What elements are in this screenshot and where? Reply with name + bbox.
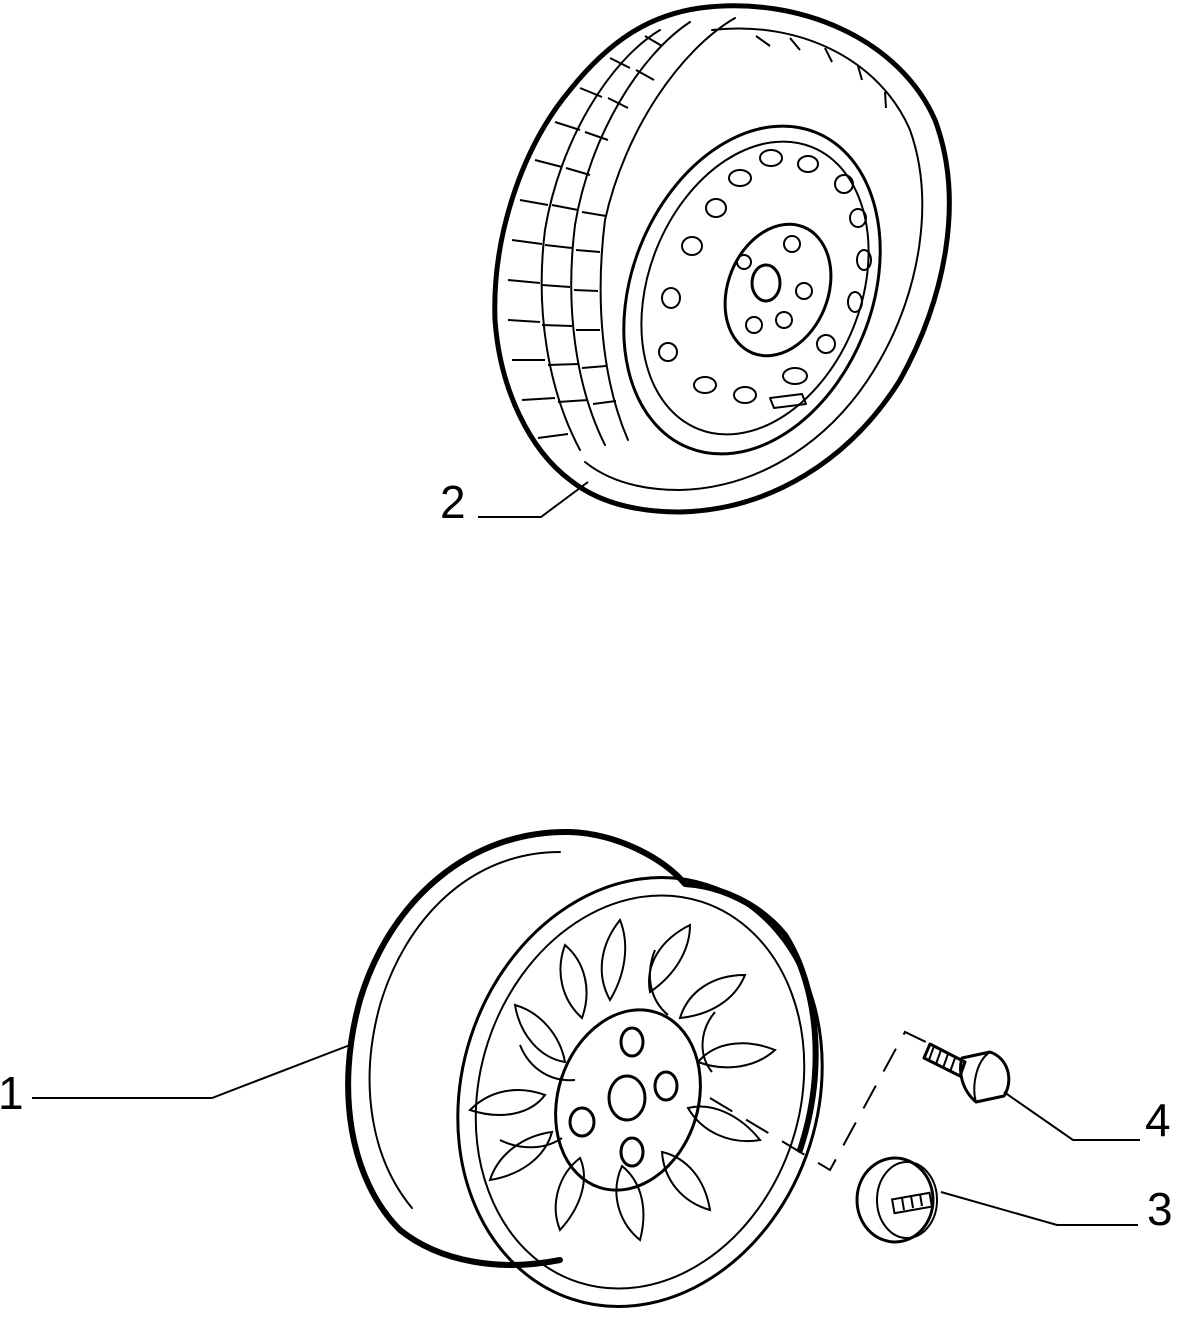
center-cap-emblem [890, 1191, 934, 1215]
steel-rim-outer [622, 124, 882, 456]
center-cap-drawing [855, 1156, 938, 1244]
wheel-bolt-drawing [922, 1042, 1011, 1104]
alloy-rim-barrel-top [567, 829, 819, 1153]
leader-line-1 [32, 1044, 351, 1099]
tire-outer-contour [492, 3, 952, 515]
callout-1: 1 [0, 1067, 24, 1119]
tire-tread-groove-2 [570, 21, 691, 446]
alloy-rim-barrel-inner [368, 851, 561, 1209]
alloy-rim-face-inner [474, 894, 806, 1290]
steel-rim-vent-holes [658, 149, 872, 404]
assembly-dash-line [709, 1030, 931, 1172]
callout-2: 2 [440, 476, 466, 528]
wheel-bolt-shank [922, 1042, 967, 1078]
steel-rim-hub [723, 222, 833, 358]
leader-line-4 [1003, 1091, 1140, 1141]
alloy-rim-spoke-fins [468, 918, 777, 1242]
wheel-bolt-head [959, 1050, 1011, 1104]
alloy-rim-face-outer [456, 875, 824, 1309]
tire-tread-blocks [507, 35, 887, 439]
alloy-rim-bolt-holes [568, 1026, 679, 1168]
leader-lines [32, 481, 1140, 1226]
leader-line-3 [940, 1191, 1138, 1226]
tire-tread-groove-3 [599, 17, 736, 441]
tire-tread-edge [584, 27, 924, 491]
callout-4: 4 [1145, 1094, 1171, 1146]
alloy-rim-hub [554, 1008, 702, 1192]
steel-rim-lug-nuts [736, 235, 813, 334]
callout-3: 3 [1147, 1183, 1173, 1235]
steel-rim-center-bore [750, 263, 782, 303]
wheel-bolt-head-face [973, 1051, 991, 1103]
alloy-rim-center-bore [607, 1074, 647, 1122]
center-cap-body [855, 1156, 935, 1244]
valve-stem [769, 393, 807, 409]
alloy-rim-barrel [345, 828, 573, 1268]
complete-wheel-drawing [492, 3, 952, 515]
alloy-wheel-rim-drawing [345, 828, 824, 1309]
tire-tread-groove-1 [540, 29, 661, 451]
wheel-bolt-thread [928, 1045, 956, 1073]
steel-rim-inner [640, 140, 870, 436]
leader-line-2 [478, 481, 589, 518]
center-cap-face [876, 1161, 938, 1239]
